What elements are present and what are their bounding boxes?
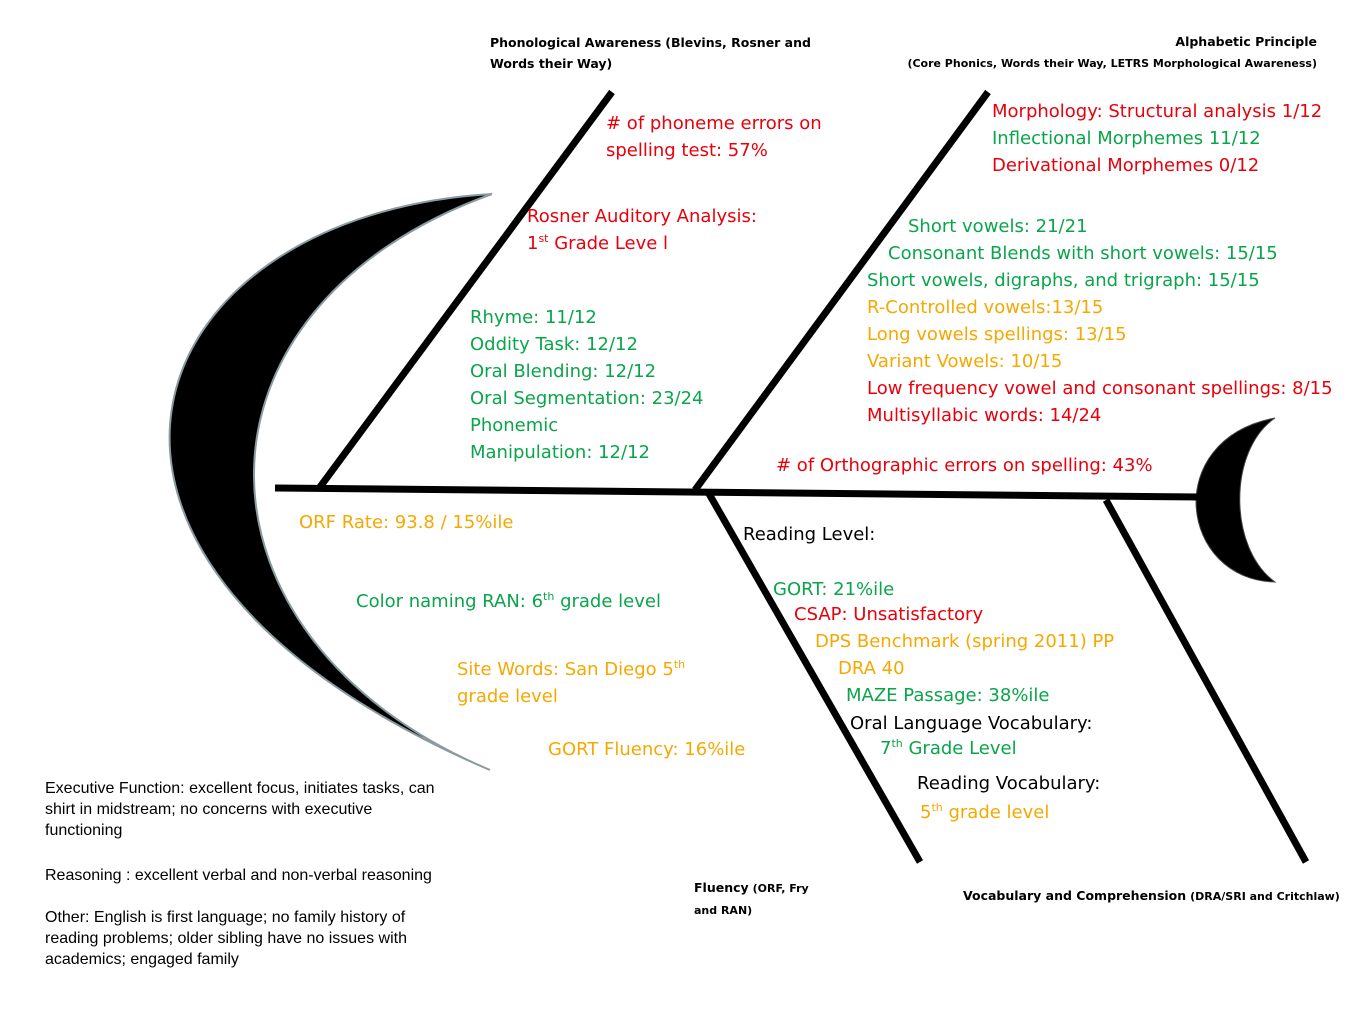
list-item: Phonemic [470, 415, 559, 436]
header-sources-cont: and RAN) [694, 904, 753, 917]
gort-score-text: GORT: 21%ile [773, 579, 895, 600]
vocabulary-bone-line [1102, 498, 1310, 864]
gort-fluency-text: GORT Fluency: 16%ile [548, 739, 746, 760]
fluency-bone-line [704, 490, 924, 864]
phonics-item: Low frequency vowel and consonant spelli… [867, 378, 1333, 399]
oral-vocabulary-label: Oral Language Vocabulary: [850, 713, 1093, 734]
reading-vocabulary-label: Reading Vocabulary: [917, 773, 1101, 794]
list-item: Oddity Task: 12/12 [470, 334, 638, 355]
orthographic-errors-text: # of Orthographic errors on spelling: 43… [776, 455, 1153, 476]
other-notes-line: Other: English is first language; no fam… [45, 909, 406, 926]
header-title: Vocabulary and Comprehension [963, 888, 1187, 903]
phonics-item: Consonant Blends with short vowels: 15/1… [888, 243, 1278, 264]
morphology-list: Morphology: Structural analysis 1/12 Inf… [992, 98, 1322, 179]
phonological-awareness-header: Phonological Awareness (Blevins, Rosner … [490, 32, 811, 74]
alphabetic-bone-line [692, 89, 991, 493]
fish-spine-line [274, 484, 1201, 501]
reading-level-label: Reading Level: [743, 524, 876, 545]
phonics-item: Multisyllabic words: 14/24 [867, 405, 1102, 426]
executive-function-line: functioning [45, 822, 123, 839]
phonics-item: Short vowels, digraphs, and trigraph: 15… [867, 270, 1260, 291]
vocabulary-comprehension-header: Vocabulary and Comprehension (DRA/SRI an… [963, 885, 1340, 907]
list-item: Manipulation: 12/12 [470, 442, 650, 463]
fluency-header: Fluency (ORF, Fry and RAN) [694, 877, 809, 921]
background-notes: Executive Function: excellent focus, ini… [45, 778, 435, 970]
reasoning-line: Reasoning : excellent verbal and non-ver… [45, 867, 432, 884]
other-notes-line: academics; engaged family [45, 951, 239, 968]
orf-rate-text: ORF Rate: 93.8 / 15%ile [299, 512, 514, 533]
header-sources: (Blevins, Rosner and [665, 35, 811, 50]
header-title: Fluency [694, 880, 749, 895]
phonics-item: Long vowels spellings: 13/15 [867, 324, 1127, 345]
list-item: Rhyme: 11/12 [470, 307, 597, 328]
list-item: Oral Blending: 12/12 [470, 361, 657, 382]
csap-score-text: CSAP: Unsatisfactory [794, 604, 984, 625]
phonics-item: Variant Vowels: 10/15 [867, 351, 1063, 372]
alphabetic-principle-header: Alphabetic Principle (Core Phonics, Word… [907, 31, 1317, 74]
phoneme-errors-text: # of phoneme errors on spelling test: 57… [606, 113, 822, 161]
header-sources-cont: Words their Way) [490, 56, 613, 71]
color-naming-ran-text: Color naming RAN: 6th grade level [356, 590, 661, 612]
fish-tail-fill [168, 193, 493, 771]
other-notes-line: reading problems; older sibling have no … [45, 930, 407, 947]
header-title: Phonological Awareness [490, 35, 662, 50]
rosner-auditory-text: Rosner Auditory Analysis: 1st Grade Leve… [527, 206, 757, 254]
phonological-scores-list: Rhyme: 11/12 Oddity Task: 12/12 Oral Ble… [470, 304, 704, 466]
list-item: Inflectional Morphemes 11/12 [992, 128, 1261, 149]
dra-score-text: DRA 40 [838, 658, 905, 679]
list-item: Morphology: Structural analysis 1/12 [992, 101, 1323, 122]
header-title: Alphabetic Principle [1175, 34, 1317, 49]
list-item: Oral Segmentation: 23/24 [470, 388, 704, 409]
header-sources: (Core Phonics, Words their Way, LETRS Mo… [907, 57, 1317, 70]
header-sources: (ORF, Fry [752, 882, 809, 895]
phonics-item: R-Controlled vowels:13/15 [867, 297, 1104, 318]
dps-benchmark-text: DPS Benchmark (spring 2011) PP [815, 631, 1115, 652]
list-item: Derivational Morphemes 0/12 [992, 155, 1260, 176]
phonics-item: Short vowels: 21/21 [908, 216, 1088, 237]
executive-function-line: shirt in midstream; no concerns with exe… [45, 801, 373, 818]
sight-words-text: Site Words: San Diego 5th grade level [457, 658, 686, 707]
header-sources: (DRA/SRI and Critchlaw) [1190, 890, 1340, 903]
maze-passage-text: MAZE Passage: 38%ile [846, 685, 1050, 706]
phonological-bone-line [317, 89, 615, 490]
reading-vocabulary-level: 5th grade level [920, 801, 1050, 823]
oral-vocabulary-level: 7th Grade Level [880, 737, 1017, 759]
fish-head-shape [1195, 417, 1277, 583]
executive-function-line: Executive Function: excellent focus, ini… [45, 780, 435, 797]
